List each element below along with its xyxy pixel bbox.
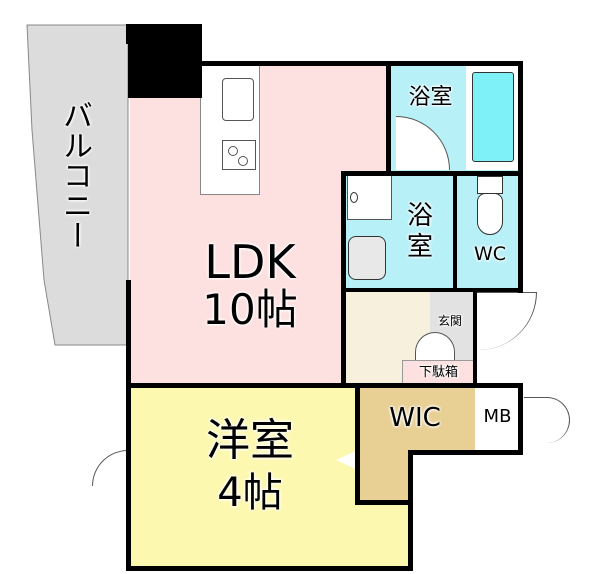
mb-door-swing[interactable] <box>524 397 570 443</box>
mb-label: MB <box>483 406 512 427</box>
room-ldk-lower <box>130 175 345 385</box>
ldk-size-label: 10帖 <box>202 285 298 334</box>
washbasin-icon <box>348 236 386 280</box>
wic-label: WIC <box>389 403 441 433</box>
western-room-size-label: 4帖 <box>217 470 283 516</box>
wall <box>126 566 413 571</box>
toilet-tank-icon <box>477 176 503 194</box>
stove-icon <box>222 140 256 170</box>
wic-door-icon[interactable] <box>336 450 358 470</box>
bath-top-label: 浴室 <box>408 85 453 110</box>
entrance-label: 玄関 <box>437 314 462 328</box>
wall <box>345 288 521 292</box>
wall <box>126 383 523 388</box>
wall <box>408 450 413 570</box>
bath-mid-label-2: 室 <box>406 232 433 262</box>
burner-icon <box>238 156 248 166</box>
wall <box>341 171 346 386</box>
burner-icon <box>228 146 238 156</box>
wall <box>408 450 523 455</box>
ldk-label: LDK <box>204 235 296 289</box>
western-room-label: 洋室 <box>206 415 294 466</box>
wall <box>355 500 412 505</box>
wc-label: WC <box>473 243 507 265</box>
balcony-label: バルコニー <box>57 100 92 250</box>
wall <box>473 288 477 388</box>
wall <box>355 383 360 503</box>
shoe-box-label: 下駄箱 <box>418 365 458 380</box>
washer-icon <box>350 192 358 203</box>
toilet-bowl-icon <box>477 193 503 235</box>
wall <box>453 171 457 291</box>
wall <box>126 280 131 570</box>
wall <box>200 61 522 66</box>
sink-icon <box>222 78 254 121</box>
pillar <box>128 24 202 98</box>
bathtub-icon <box>472 72 514 162</box>
wall <box>386 61 391 176</box>
room-wic-lower <box>358 452 410 502</box>
wall <box>518 61 523 293</box>
bath-mid-label-1: 浴 <box>406 201 433 231</box>
wall <box>341 171 523 176</box>
room-mb <box>475 387 520 452</box>
wall <box>126 24 131 44</box>
wall <box>518 383 523 455</box>
room-wic <box>358 387 475 452</box>
